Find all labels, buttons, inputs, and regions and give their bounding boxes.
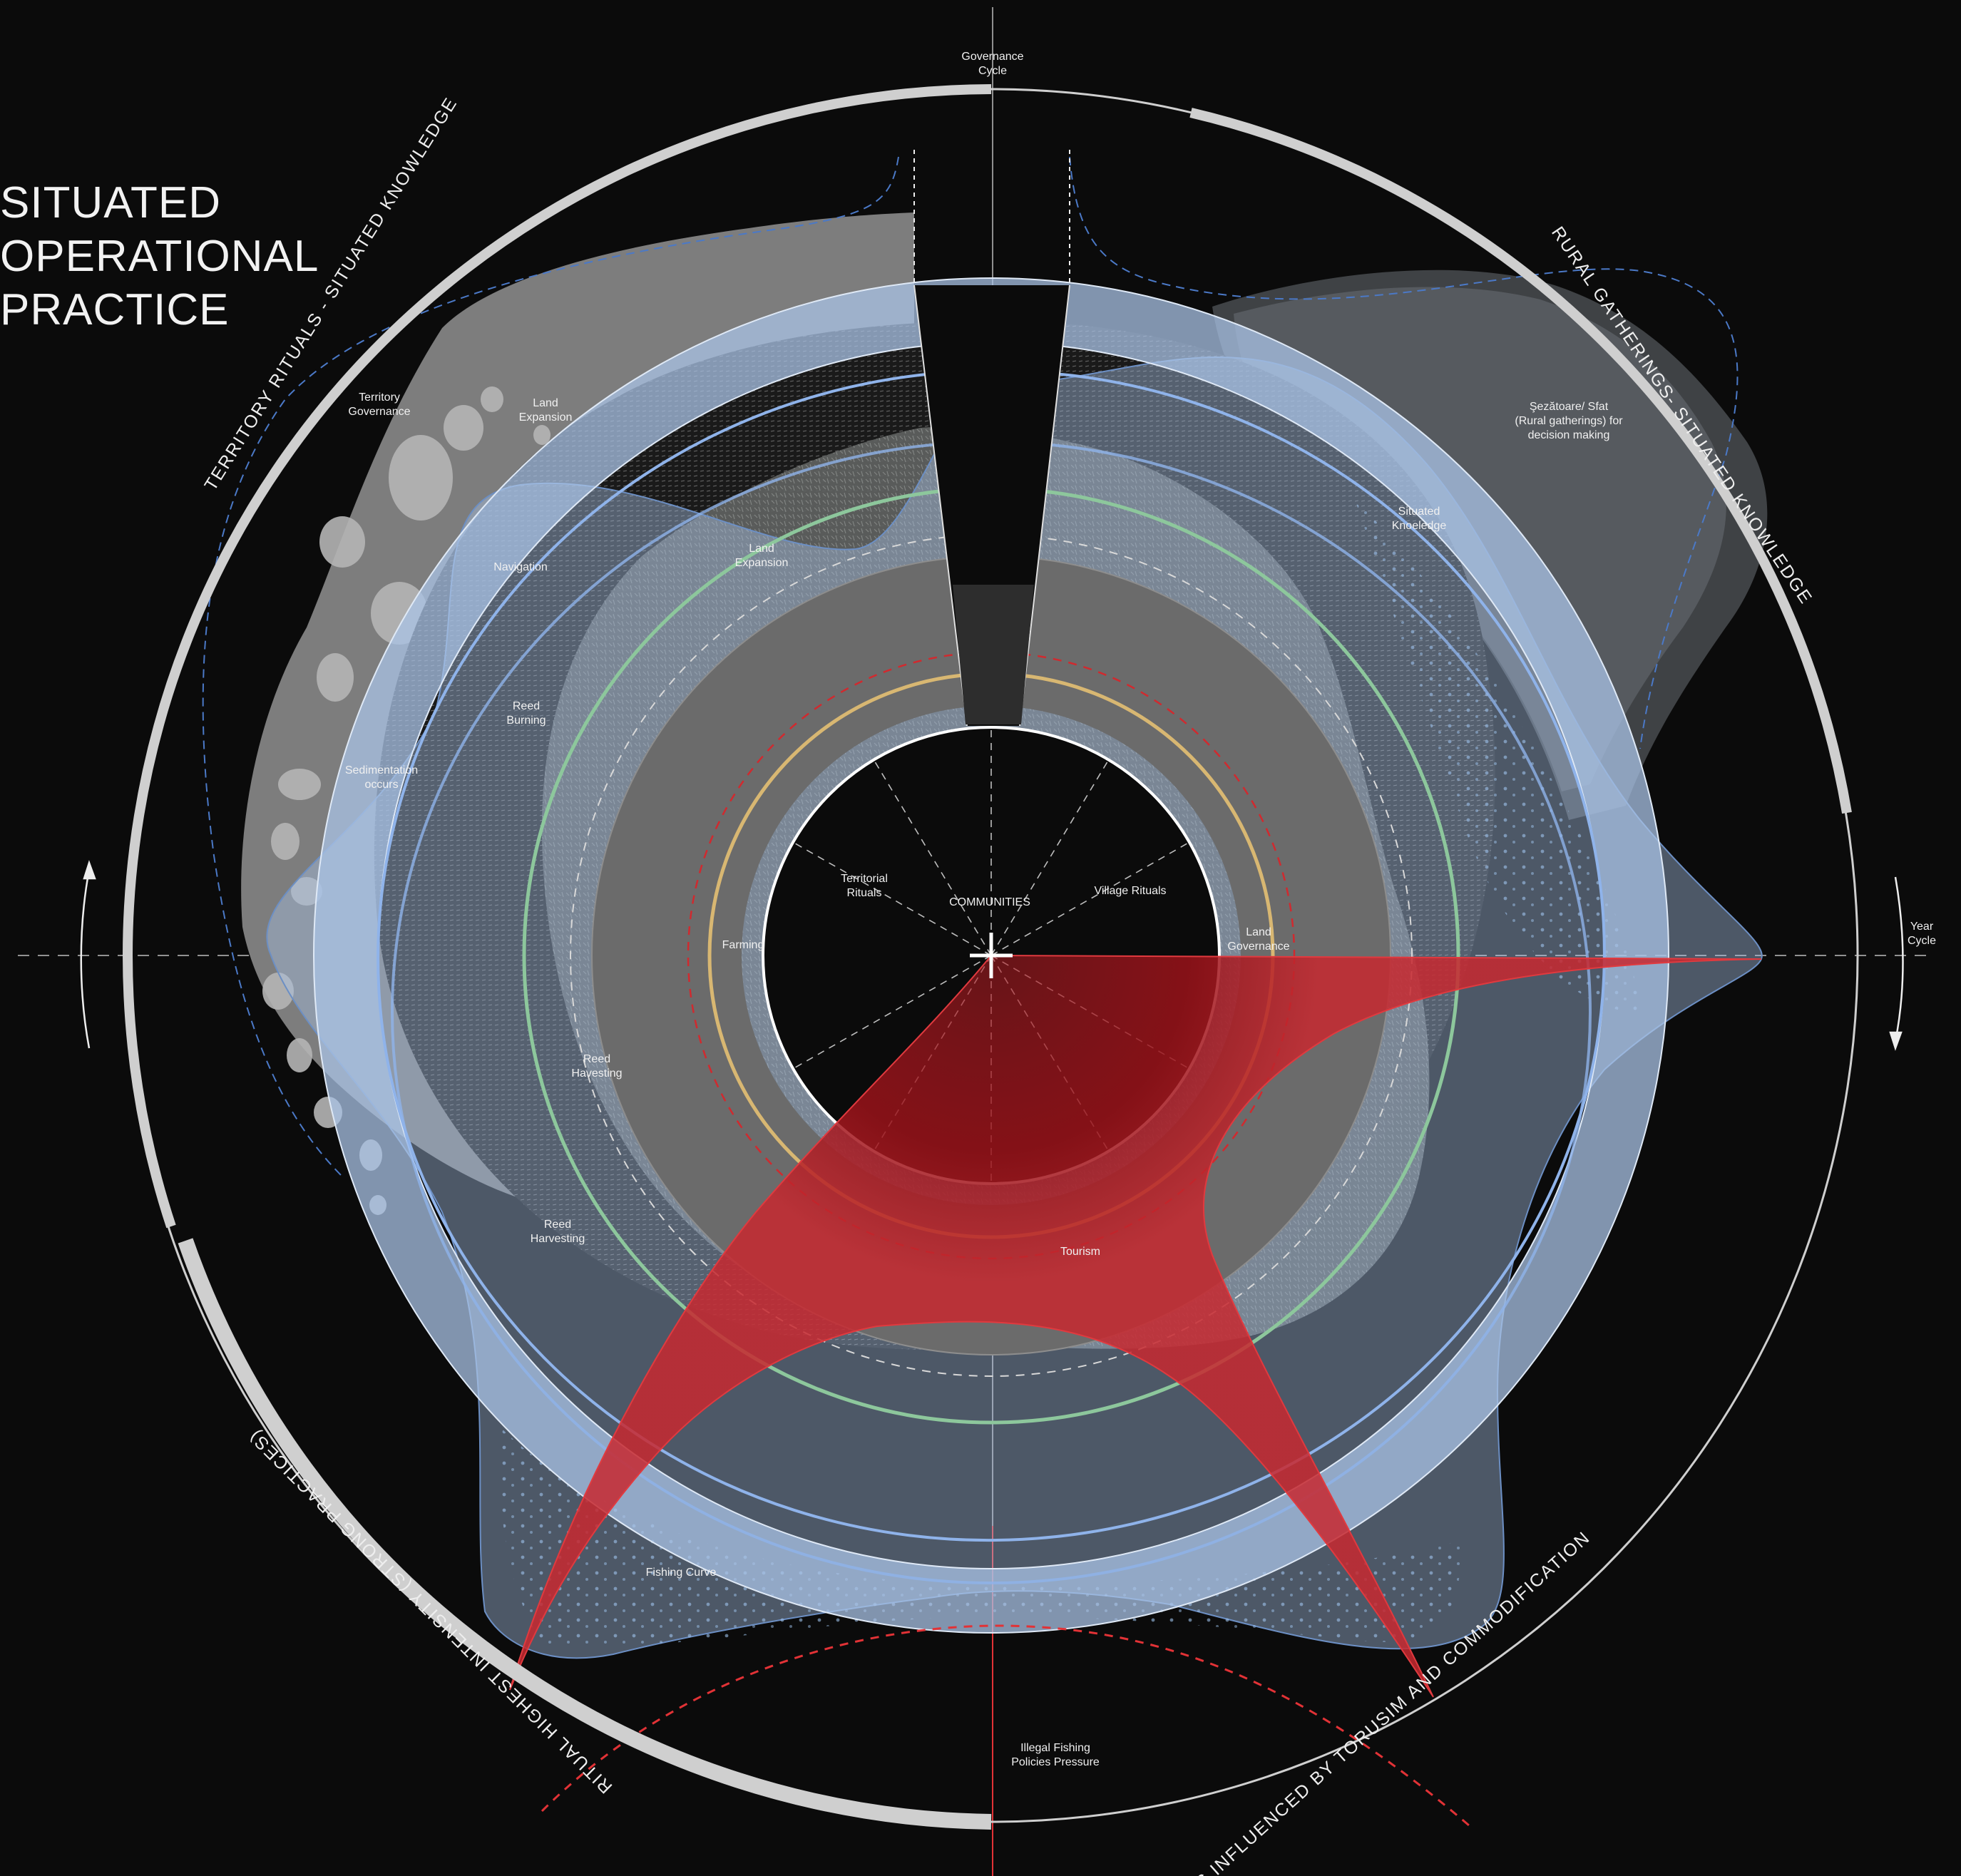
- territorial-rituals-label-2: Rituals: [847, 887, 882, 899]
- situated-knoeledge-label-2: Knoeledge: [1392, 520, 1447, 532]
- main-title: SITUATED OPERATIONAL PRACTICE: [0, 178, 319, 334]
- dashed-blue-orbit: [202, 156, 1739, 1177]
- illegal-fishing-label-2: Policies Pressure: [1011, 1756, 1100, 1768]
- land-governance-label-1: Land: [1246, 926, 1271, 938]
- land-expansion-inner-label-2: Expansion: [735, 557, 789, 569]
- reed-burning-label-1: Reed: [513, 700, 540, 712]
- rural-gatherings-label-3: decision making: [1528, 429, 1610, 441]
- navigation-label: Navigation: [493, 561, 548, 573]
- governance-cycle-label-2: Cycle: [978, 65, 1007, 77]
- year-cycle-label-2: Cycle: [1908, 935, 1936, 947]
- axis-labels: Governance Cycle Year Cycle Illegal Fish…: [961, 51, 1936, 1768]
- territory-governance-label-1: Territory: [359, 391, 400, 404]
- title-line-3: PRACTICE: [0, 285, 229, 334]
- land-expansion-inner-label-1: Land: [749, 543, 774, 555]
- farming-label: Farming: [722, 939, 764, 951]
- sedimentation-label-1: Sedimentation: [345, 764, 418, 776]
- situated-knoeledge-label-1: Situated: [1398, 506, 1440, 518]
- reed-burning-label-2: Burning: [506, 714, 546, 727]
- sedimentation-label-2: occurs: [364, 779, 398, 791]
- reed-harvesting-label-2: Harvesting: [531, 1233, 585, 1245]
- reed-havesting-label-1: Reed: [583, 1053, 610, 1065]
- title-line-1: SITUATED: [0, 178, 221, 227]
- title-line-2: OPERATIONAL: [0, 232, 319, 281]
- center-cross: [970, 933, 1013, 978]
- year-cycle-label-1: Year: [1910, 921, 1934, 933]
- tourism-red-shape: [509, 954, 1762, 1698]
- communities-label: COMMUNITIES: [949, 896, 1030, 908]
- tourism-label: Tourism: [1060, 1246, 1100, 1258]
- rural-gatherings-label-2: (Rural gatherings) for: [1515, 415, 1623, 427]
- reed-havesting-label-2: Havesting: [571, 1067, 622, 1080]
- rural-gatherings-label-1: Şezătoare/ Sfat: [1530, 401, 1609, 413]
- territorial-rituals-label-1: Territorial: [841, 873, 888, 885]
- land-governance-label-2: Governance: [1227, 940, 1289, 953]
- governance-cycle-wedge: [913, 150, 1070, 727]
- region-labels: Territory Governance Land Expansion Navi…: [345, 391, 1623, 1579]
- reed-harvesting-label-1: Reed: [544, 1219, 571, 1231]
- land-expansion-outer-label-1: Land: [533, 397, 558, 409]
- fishing-curve-label: Fishing Curve: [646, 1567, 717, 1579]
- land-expansion-outer-label-2: Expansion: [519, 411, 573, 424]
- outer-ring: [123, 84, 1859, 1830]
- illegal-fishing-label-1: Illegal Fishing: [1020, 1742, 1090, 1754]
- territory-governance-label-2: Governance: [348, 406, 410, 418]
- village-rituals-label: Village Rituals: [1094, 885, 1166, 897]
- governance-cycle-label-1: Governance: [961, 51, 1023, 63]
- rotation-arrows: [80, 860, 1904, 1051]
- illegal-fishing-arc: [541, 1624, 1470, 1827]
